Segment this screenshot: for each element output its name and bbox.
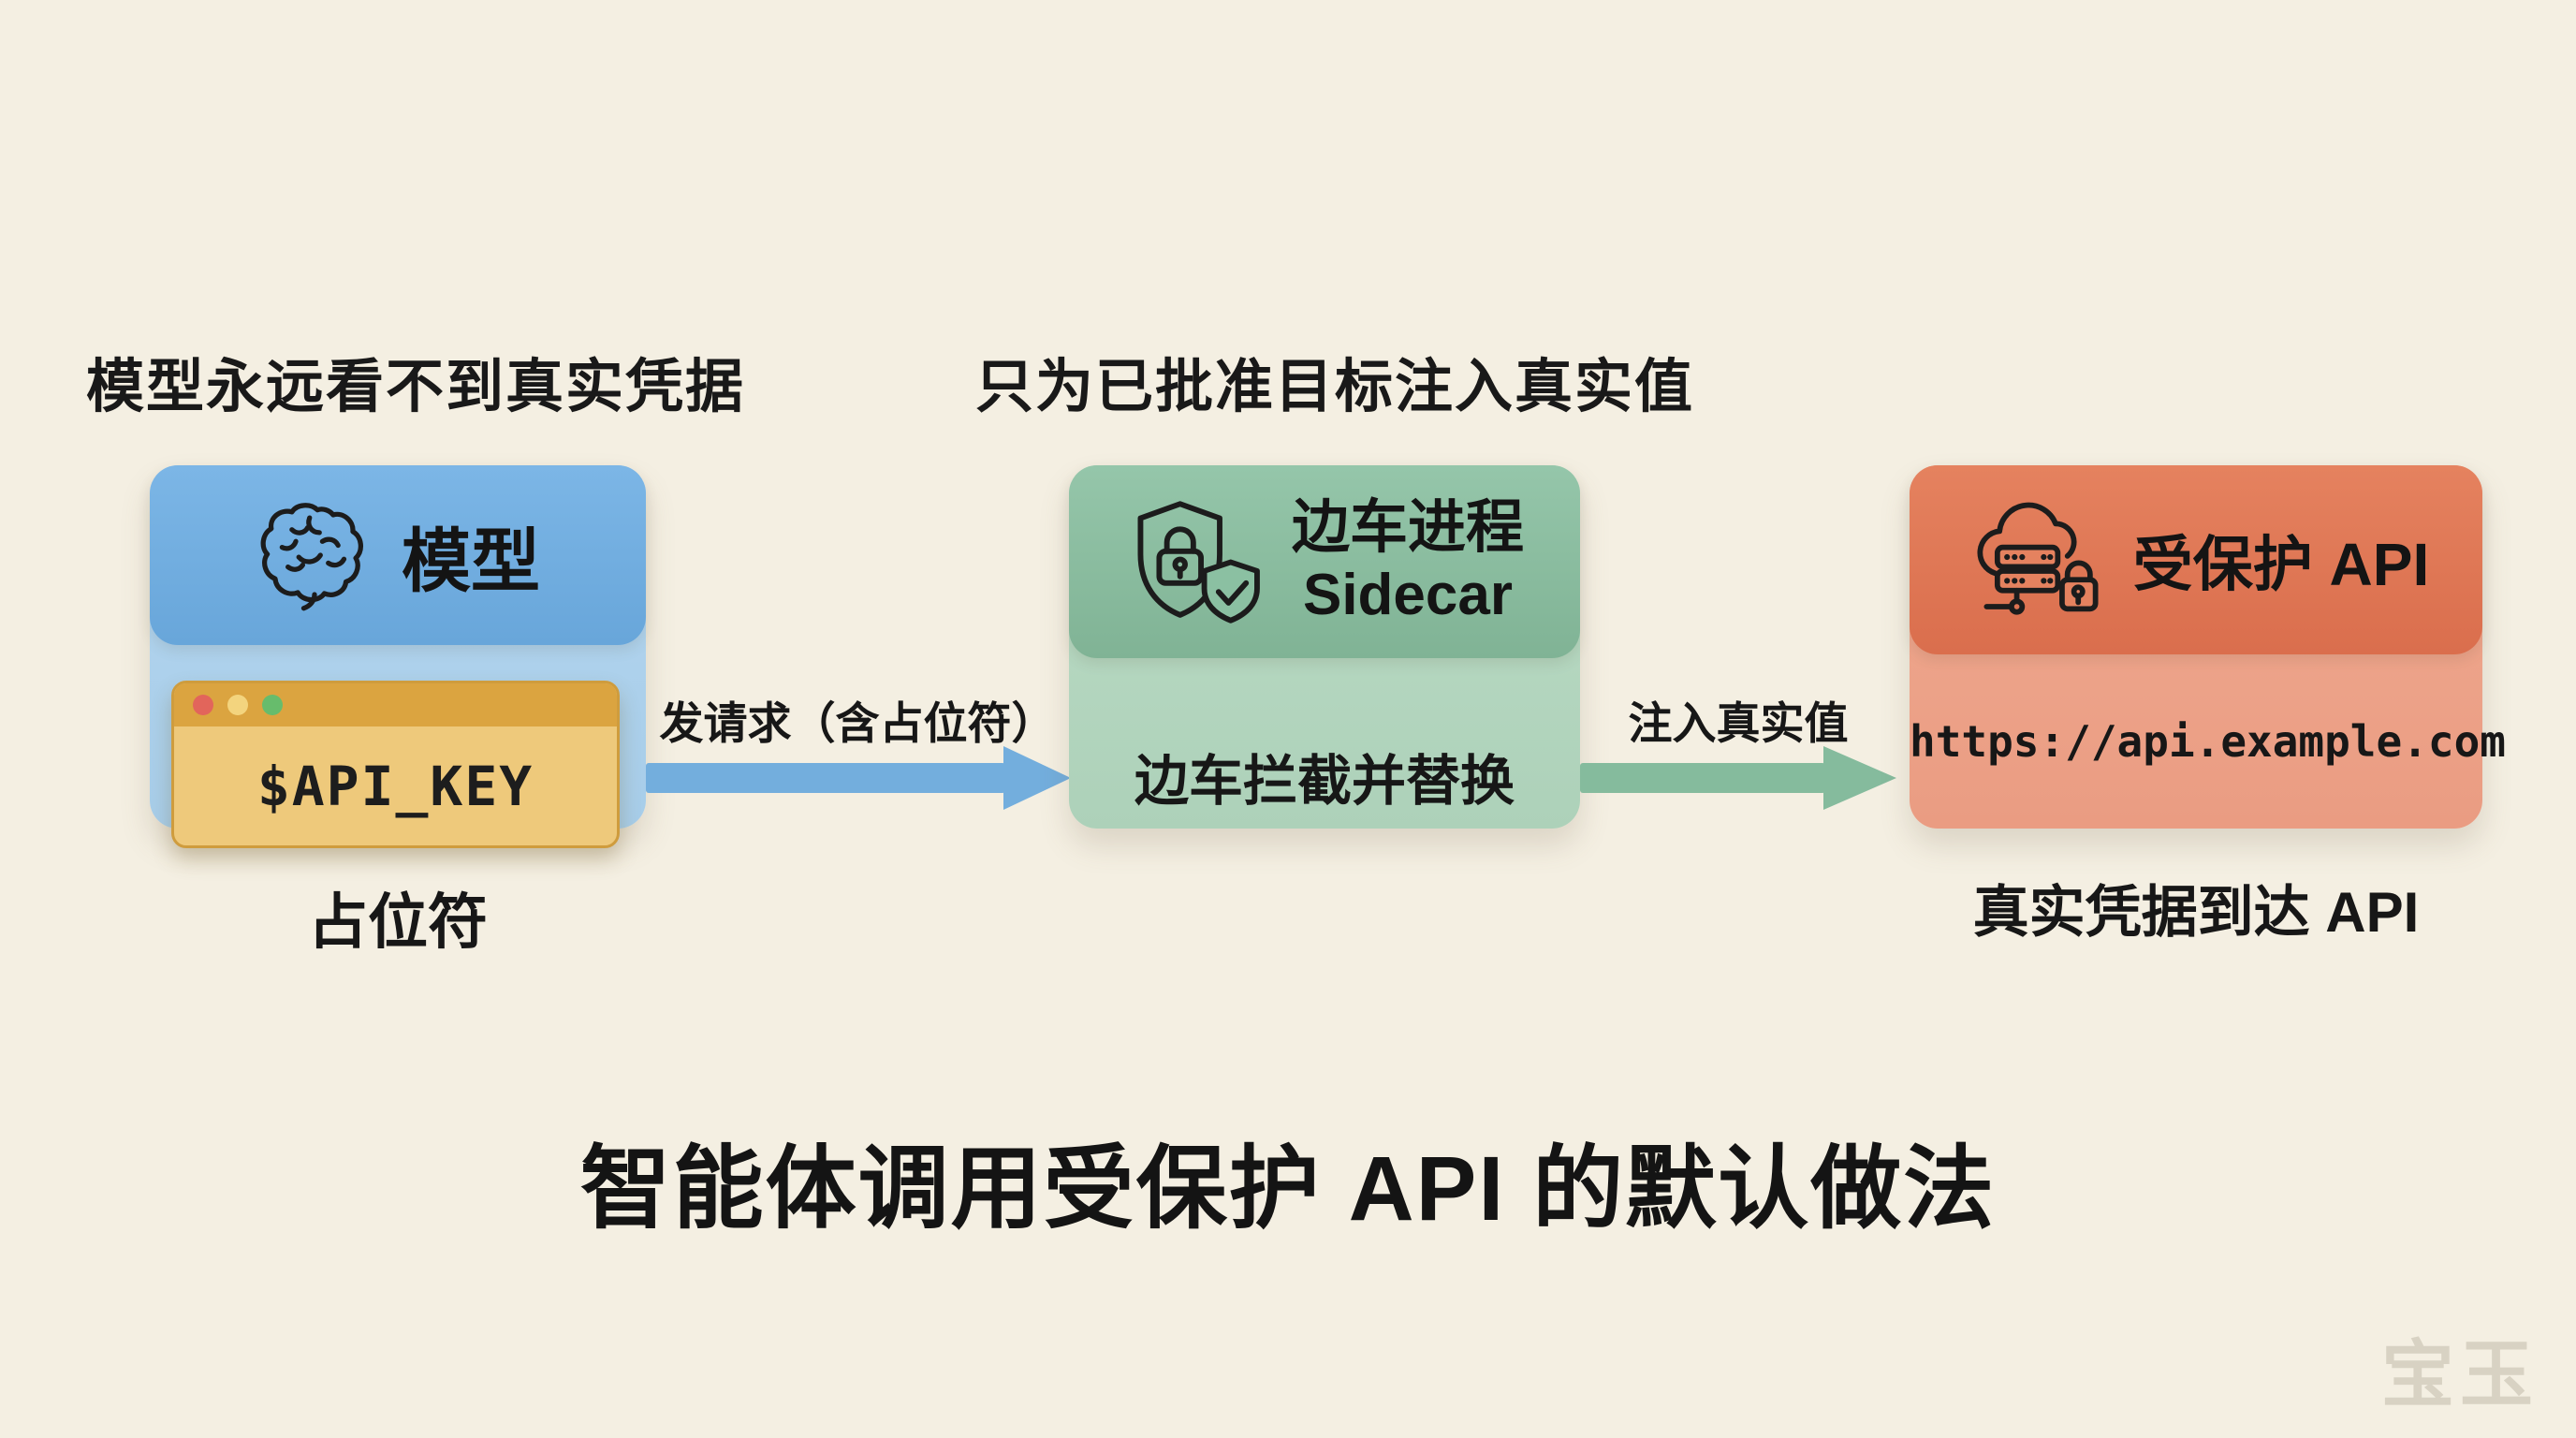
diagram-title: 智能体调用受保护 API 的默认做法	[579, 1137, 1997, 1240]
request-arrow	[646, 763, 1005, 793]
api-url-text: https://api.example.com	[1910, 716, 2506, 767]
inject-arrow-head	[1823, 746, 1896, 810]
api-key-placeholder-text: $API_KEY	[256, 754, 534, 818]
note-model-never-sees: 模型永远看不到真实凭据	[86, 355, 746, 419]
model-node-header: 模型	[150, 465, 646, 645]
api-key-terminal-window: $API_KEY	[171, 681, 620, 848]
window-dot-yellow-icon	[227, 695, 248, 715]
window-dot-red-icon	[193, 695, 213, 715]
placeholder-caption: 占位符	[308, 888, 488, 956]
protected-api-node-title: 受保护 API	[2132, 531, 2430, 598]
request-arrow-label: 发请求（含占位符）	[659, 698, 1056, 748]
cloud-server-lock-icon	[1963, 500, 2105, 621]
watermark-signature: 宝玉	[2380, 1333, 2539, 1416]
model-node-title: 模型	[402, 521, 540, 600]
terminal-titlebar	[174, 683, 617, 726]
protected-api-node-header: 受保护 API	[1910, 465, 2482, 654]
note-approved-targets: 只为已批准目标注入真实值	[975, 355, 1695, 419]
inject-arrow	[1580, 763, 1825, 793]
inject-arrow-label: 注入真实值	[1628, 698, 1849, 748]
request-arrow-head	[1003, 746, 1071, 810]
real-credentials-caption: 真实凭据到达 API	[1972, 881, 2420, 944]
window-dot-green-icon	[262, 695, 283, 715]
sidecar-intercept-label: 边车拦截并替换	[1134, 751, 1515, 812]
shield-lock-icon	[1125, 497, 1264, 627]
protected-api-node: 受保护 API https://api.example.com	[1910, 465, 2506, 829]
brain-icon	[256, 496, 373, 614]
